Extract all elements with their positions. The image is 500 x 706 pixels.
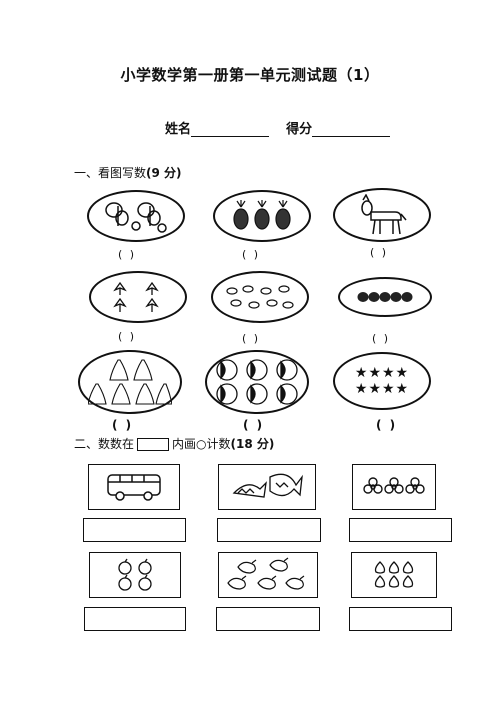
answer-box-bus[interactable] [83,518,186,542]
score-label: 得分 [286,122,313,137]
answer-box-flowers[interactable] [349,518,452,542]
picture-box-bus [88,464,180,510]
picture-box-peaches [351,552,437,598]
picture-box-apples [89,552,181,598]
answer-paren-r3c2[interactable]: ( ) [243,418,265,432]
section2-heading: 二、数数在内画○计数(18 分) [74,437,275,451]
flower-bud-icon [113,281,159,312]
name-row: 姓名 得分 [165,118,391,137]
name-label: 姓名 [165,122,192,137]
flower-icon [363,477,425,494]
score-blank[interactable] [312,122,391,137]
star-icon: ★★★★ [354,365,410,381]
answer-box-peaches[interactable] [349,607,452,631]
answer-box-fish[interactable] [217,518,321,542]
sample-box [137,438,170,451]
donkey-icon [361,194,407,235]
bell-icon [88,359,172,405]
oval-small-animals [211,271,309,323]
peach-icon [374,561,414,588]
answer-paren-r2c2[interactable]: ( ) [242,332,261,345]
answer-paren-r3c3[interactable]: ( ) [376,418,398,432]
star-icon: ★★★★ [354,381,410,397]
page-title: 小学数学第一册第一单元测试题（1） [120,66,380,84]
bead-icon [357,292,413,302]
answer-box-chickens[interactable] [216,607,320,631]
fish-icon [232,473,303,498]
chicken-icon [227,557,305,590]
answer-paren-r1c2[interactable]: ( ) [242,248,261,261]
picture-box-chickens [218,552,318,598]
bus-icon [107,474,161,501]
answer-paren-r1c1[interactable]: ( ) [118,248,137,261]
apple-icon [118,558,152,591]
answer-paren-r2c3[interactable]: ( ) [372,332,391,345]
oval-butterflies [87,190,185,242]
answer-paren-r2c1[interactable]: ( ) [118,330,137,343]
oval-beads [338,277,432,317]
picture-box-fish [218,464,316,510]
name-blank[interactable] [191,122,270,137]
picture-box-flowers [352,464,436,510]
oval-pineapples [213,190,311,242]
oval-balls [205,350,309,414]
answer-paren-r1c3[interactable]: ( ) [370,246,389,259]
oval-flower-buds [89,271,187,323]
section1-heading: 一、看图写数(9 分) [74,166,182,180]
pineapple-icon [233,200,291,230]
answer-paren-r3c1[interactable]: ( ) [112,418,134,432]
oval-stars: ★★★★ ★★★★ [333,352,431,410]
oval-donkey [333,188,431,242]
oval-bells [78,350,182,414]
small-animal-icon [226,285,294,309]
ball-icon [216,359,298,405]
butterfly-icon [105,202,167,233]
answer-box-apples[interactable] [84,607,186,631]
